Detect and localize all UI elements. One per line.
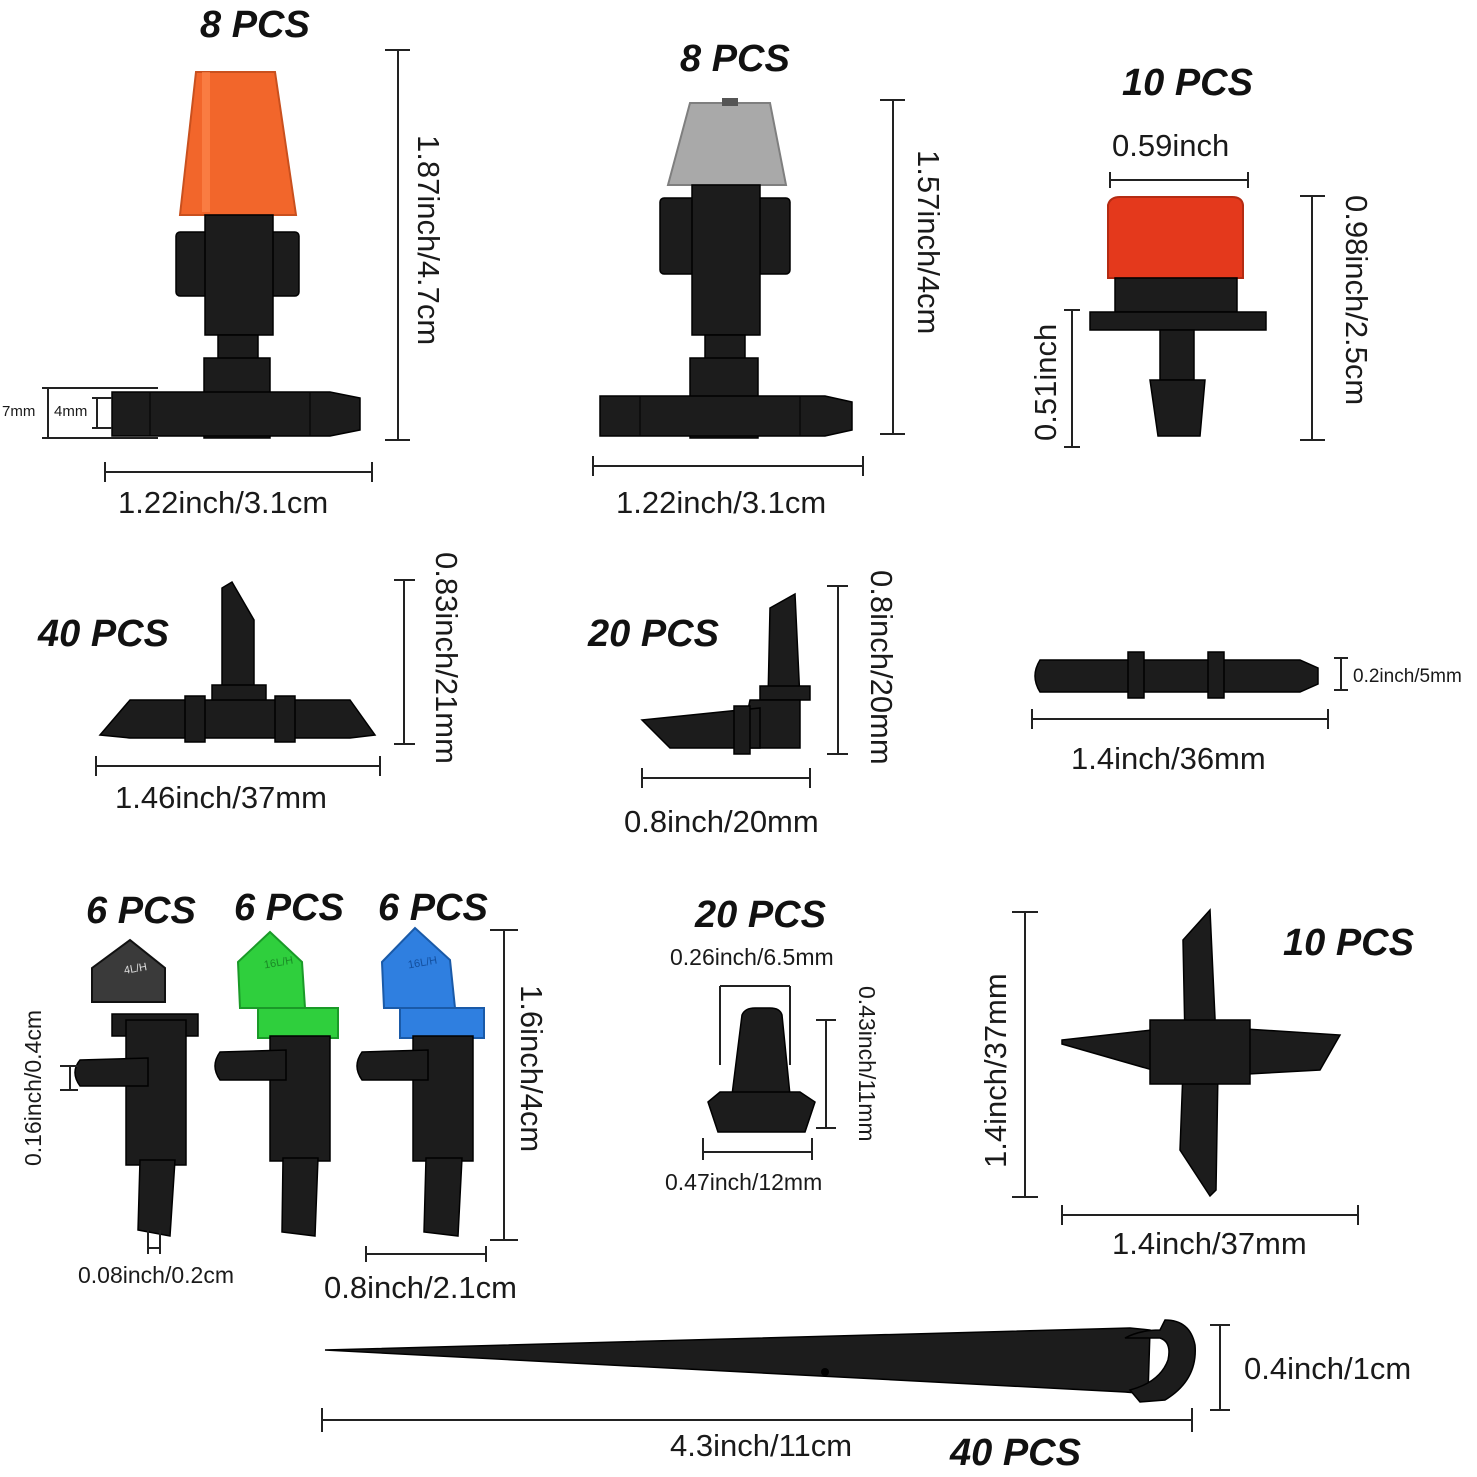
tee-connector-illustration (98, 580, 377, 743)
orange-sprayer-width: 1.22inch/3.1cm (118, 485, 329, 520)
red-dripper-stem-length: 0.51inch (1028, 323, 1063, 441)
tee-qty: 40 PCS (38, 613, 169, 655)
straight-connector-illustration (1034, 651, 1319, 699)
dimension-lines (42, 49, 1359, 1432)
orange-sprayer-outer-diameter: 7mm (2, 403, 36, 420)
gray-sprayer-width: 1.22inch/3.1cm (616, 485, 827, 520)
red-dripper-illustration (1089, 196, 1267, 437)
elbow-height: 0.8inch/20mm (864, 570, 899, 765)
elbow-connector-illustration (640, 592, 811, 755)
orange-sprayer-illustration (111, 71, 361, 439)
plug-qty: 20 PCS (695, 894, 826, 936)
valve-width: 0.8inch/2.1cm (324, 1270, 517, 1305)
gray-sprayer-height: 1.57inch/4cm (911, 150, 946, 335)
cross-height: 1.4inch/37mm (978, 973, 1013, 1168)
red-dripper-top-width: 0.59inch (1112, 128, 1230, 163)
valve-outlet-diameter: 0.08inch/0.2cm (78, 1262, 234, 1288)
black-valve-illustration (74, 938, 199, 1237)
valve-height: 1.6inch/4cm (514, 985, 549, 1153)
cross-connector-illustration (1061, 908, 1342, 1198)
tee-height: 0.83inch/21mm (429, 552, 464, 764)
orange-sprayer-height: 1.87inch/4.7cm (411, 135, 446, 346)
blue-valve-qty: 6 PCS (378, 887, 488, 929)
green-valve-qty: 6 PCS (234, 887, 344, 929)
orange-sprayer-qty: 8 PCS (200, 4, 310, 46)
stake-illustration (324, 1319, 1196, 1403)
green-valve-illustration (214, 930, 339, 1237)
gray-sprayer-qty: 8 PCS (680, 38, 790, 80)
cross-width: 1.4inch/37mm (1112, 1226, 1307, 1261)
blue-valve-illustration (356, 926, 485, 1237)
valve-inlet-diameter: 0.16inch/0.4cm (20, 1010, 46, 1166)
red-dripper-height: 0.98inch/2.5cm (1339, 195, 1374, 406)
straight-connector-width: 1.4inch/36mm (1071, 741, 1266, 776)
stake-qty: 40 PCS (950, 1432, 1081, 1474)
stake-length: 4.3inch/11cm (670, 1428, 853, 1463)
gray-sprayer-illustration (599, 98, 853, 439)
straight-connector-diameter: 0.2inch/5mm (1353, 666, 1462, 687)
black-valve-qty: 6 PCS (86, 890, 196, 932)
elbow-qty: 20 PCS (588, 613, 719, 655)
plug-top-width: 0.26inch/6.5mm (670, 944, 834, 970)
tee-width: 1.46inch/37mm (115, 780, 327, 815)
stake-hook-size: 0.4inch/1cm (1244, 1351, 1412, 1386)
elbow-width: 0.8inch/20mm (624, 804, 819, 839)
cross-qty: 10 PCS (1283, 922, 1414, 964)
orange-sprayer-inner-diameter: 4mm (54, 403, 88, 420)
plug-base-width: 0.47inch/12mm (665, 1169, 823, 1195)
plug-illustration (707, 1007, 816, 1133)
plug-height: 0.43inch/11mm (854, 986, 880, 1142)
red-dripper-qty: 10 PCS (1122, 62, 1253, 104)
